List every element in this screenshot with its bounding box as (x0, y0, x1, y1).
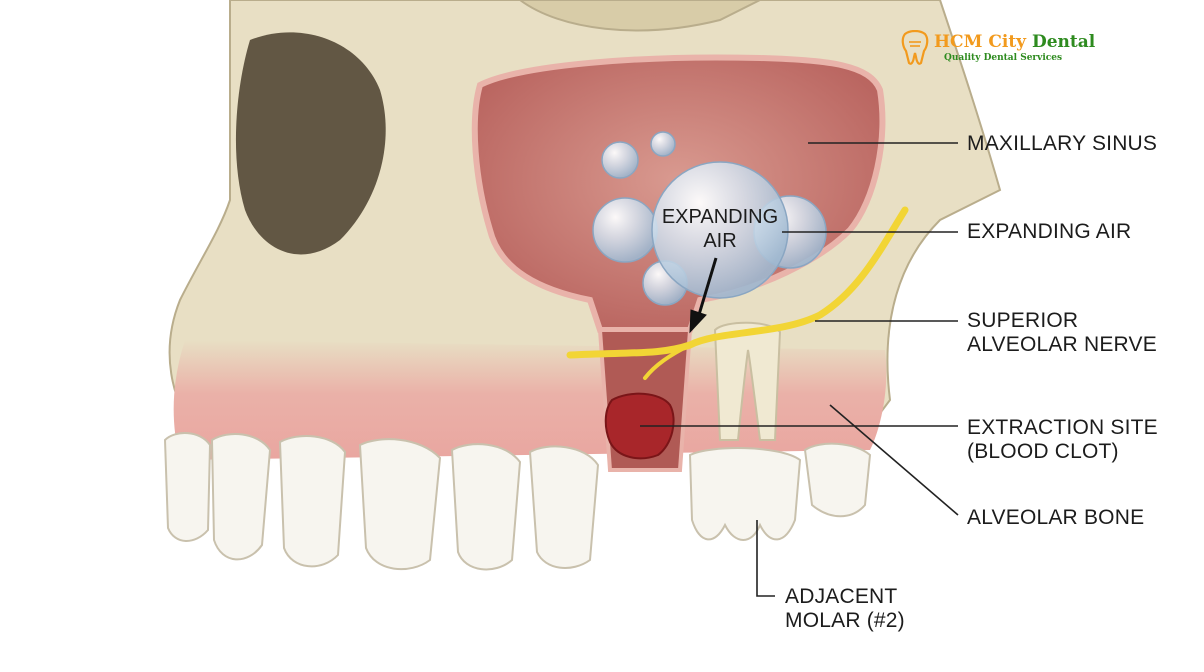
label-alveolar-bone-text: ALVEOLAR BONE (967, 506, 1145, 529)
label-nerve-line2: ALVEOLAR NERVE (967, 333, 1157, 356)
leader-lines (640, 142, 959, 597)
bubble-label: EXPANDING AIR (650, 205, 790, 253)
air-bubbles (592, 131, 827, 306)
label-expanding-air: EXPANDING AIR (967, 220, 1131, 244)
molar-teeth (688, 442, 872, 541)
bubble-label-line2: AIR (703, 230, 737, 252)
nasal-cavity (235, 32, 386, 255)
logo-title-part1: HCM City (934, 32, 1027, 52)
label-superior-alveolar-nerve: SUPERIOR ALVEOLAR NERVE (967, 309, 1157, 357)
label-expanding-air-text: EXPANDING AIR (967, 220, 1132, 243)
label-adjacent-molar: ADJACENT MOLAR (#2) (785, 585, 905, 633)
label-extraction-line2: (BLOOD CLOT) (967, 440, 1119, 463)
clinic-logo: HCM City Dental Quality Dental Services (900, 30, 1095, 70)
gum-band (173, 340, 887, 460)
label-extraction-line1: EXTRACTION SITE (967, 416, 1158, 439)
blood-clot (604, 392, 675, 460)
bubble-label-line1: EXPANDING (661, 206, 779, 228)
label-molar-line2: MOLAR (#2) (785, 609, 905, 632)
molar-roots (713, 321, 782, 441)
label-alveolar-bone: ALVEOLAR BONE (967, 506, 1144, 530)
superior-alveolar-nerve (566, 206, 909, 359)
arrow (689, 257, 718, 334)
orbit-rim (518, 0, 761, 32)
logo-title: HCM City Dental (934, 32, 1095, 52)
label-maxillary-sinus: MAXILLARY SINUS (967, 132, 1157, 156)
label-extraction-site: EXTRACTION SITE (BLOOD CLOT) (967, 416, 1158, 464)
logo-subtitle: Quality Dental Services (944, 53, 1063, 63)
label-nerve-line1: SUPERIOR (967, 309, 1079, 332)
label-maxillary-sinus-text: MAXILLARY SINUS (967, 132, 1158, 155)
front-teeth (163, 432, 600, 571)
logo-title-part2: Dental (1031, 32, 1096, 52)
tooth-logo-icon (901, 30, 929, 65)
label-molar-line1: ADJACENT (785, 585, 898, 608)
